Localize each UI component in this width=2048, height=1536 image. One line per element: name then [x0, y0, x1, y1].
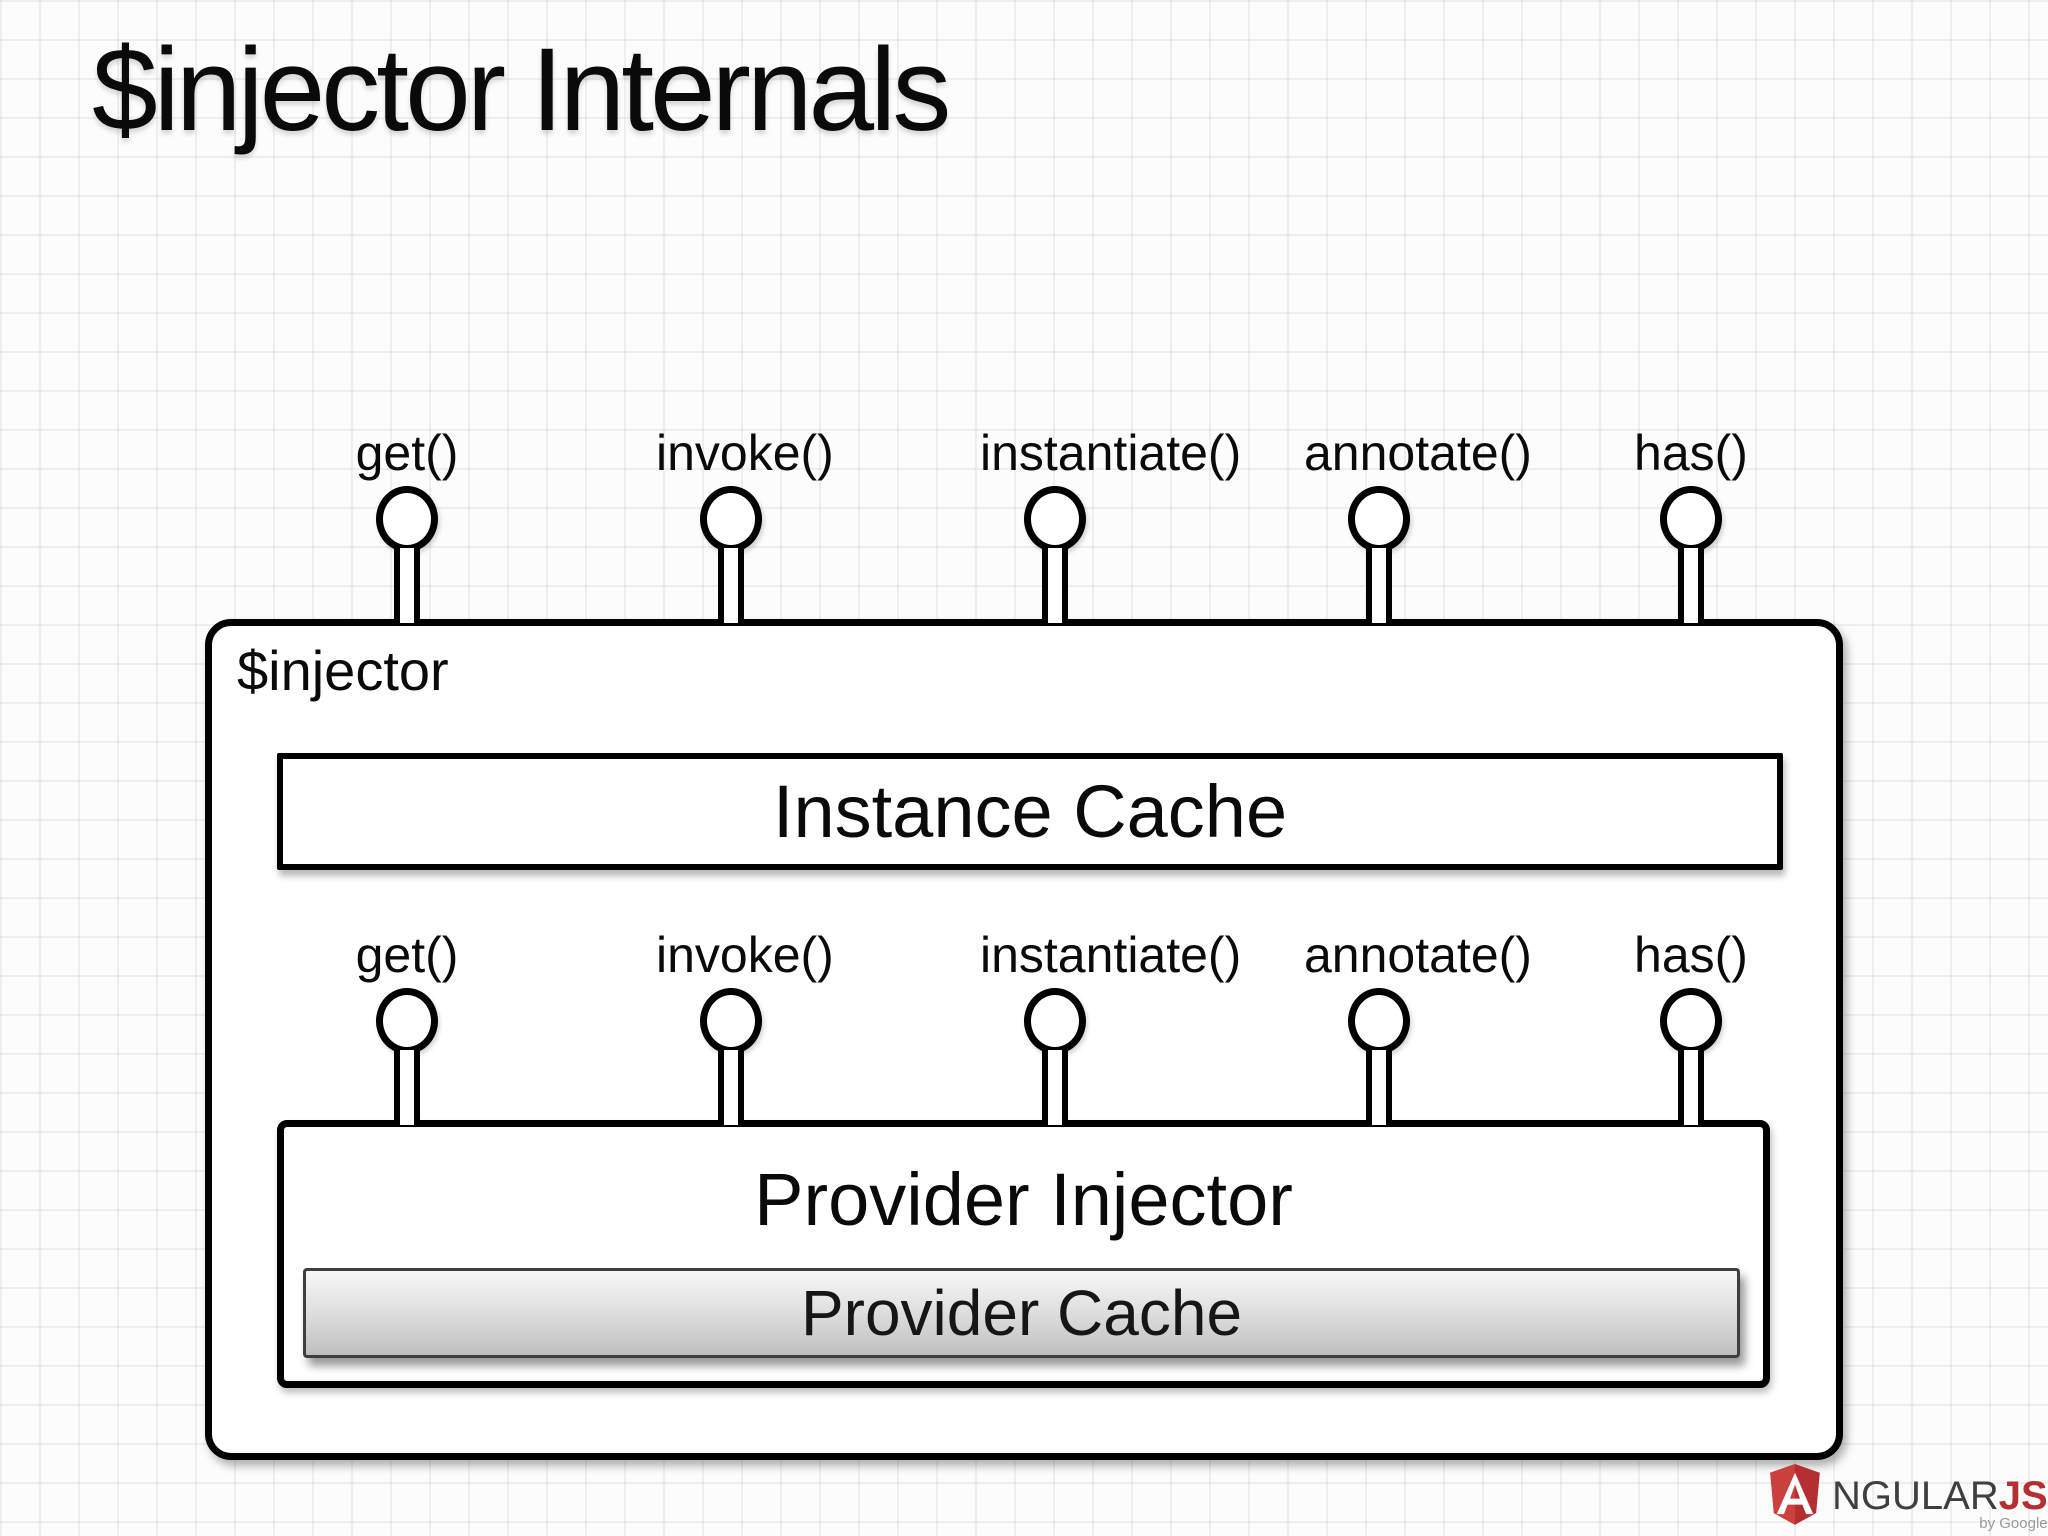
instance-cache-box: Instance Cache	[277, 753, 1783, 870]
interface-circle-icon	[700, 988, 762, 1054]
interface-stem	[394, 548, 420, 623]
interface-circle-icon	[700, 486, 762, 552]
injector-box: $injector Instance Cache Provider Inject…	[205, 619, 1843, 1460]
interface-stem	[1366, 548, 1392, 623]
instance-cache-label: Instance Cache	[772, 770, 1288, 853]
interface-stem	[1678, 548, 1704, 623]
logo-text-ngular: NGULAR	[1832, 1474, 1999, 1518]
method-label-annotate: annotate()	[1304, 425, 1532, 481]
provider-cache-box: Provider Cache	[303, 1268, 1740, 1358]
lollipop-instantiate-inner: instantiate()	[980, 927, 1242, 1125]
method-label-annotate: annotate()	[1304, 927, 1532, 983]
interface-stem	[1366, 1050, 1392, 1125]
injector-box-label: $injector	[237, 639, 449, 702]
interface-stem	[718, 548, 744, 623]
method-label-invoke: invoke()	[656, 425, 834, 481]
lollipop-annotate-outer: annotate()	[1304, 425, 1532, 623]
interface-stem	[394, 1050, 420, 1125]
interface-circle-icon	[1024, 486, 1086, 552]
interface-circle-icon	[376, 486, 438, 552]
interface-circle-icon	[1660, 988, 1722, 1054]
method-label-get: get()	[355, 927, 459, 983]
interface-stem	[718, 1050, 744, 1125]
interface-circle-icon	[1348, 486, 1410, 552]
lollipop-get-outer: get()	[332, 426, 482, 623]
page-title: $injector Internals	[92, 24, 951, 156]
lollipop-annotate-inner: annotate()	[1304, 927, 1532, 1125]
lollipop-get-inner: get()	[332, 928, 482, 1125]
method-label-instantiate: instantiate()	[980, 425, 1242, 481]
lollipop-invoke-outer: invoke()	[656, 425, 834, 623]
provider-injector-label: Provider Injector	[754, 1158, 1293, 1241]
provider-injector-box: Provider Injector Provider Cache	[277, 1120, 1770, 1388]
interface-stem	[1042, 1050, 1068, 1125]
logo-byline: by Google	[1979, 1515, 2048, 1532]
provider-cache-label: Provider Cache	[800, 1277, 1243, 1349]
method-label-instantiate: instantiate()	[980, 927, 1242, 983]
interface-stem	[1042, 548, 1068, 623]
method-label-has: has()	[1634, 425, 1748, 481]
method-label-has: has()	[1634, 927, 1748, 983]
interface-circle-icon	[1348, 988, 1410, 1054]
method-label-get: get()	[355, 425, 459, 481]
interface-circle-icon	[376, 988, 438, 1054]
interface-stem	[1678, 1050, 1704, 1125]
interface-circle-icon	[1024, 988, 1086, 1054]
interface-circle-icon	[1660, 486, 1722, 552]
lollipop-instantiate-outer: instantiate()	[980, 425, 1242, 623]
angularjs-logo: NGULARJS by Google	[1762, 1462, 2048, 1532]
lollipop-has-outer: has()	[1616, 426, 1766, 623]
angularjs-wordmark: NGULARJS by Google	[1832, 1476, 2048, 1532]
angular-shield-icon	[1770, 1464, 1820, 1525]
logo-text-js: JS	[1998, 1474, 2048, 1518]
method-label-invoke: invoke()	[656, 927, 834, 983]
lollipop-has-inner: has()	[1616, 928, 1766, 1125]
lollipop-invoke-inner: invoke()	[656, 927, 834, 1125]
